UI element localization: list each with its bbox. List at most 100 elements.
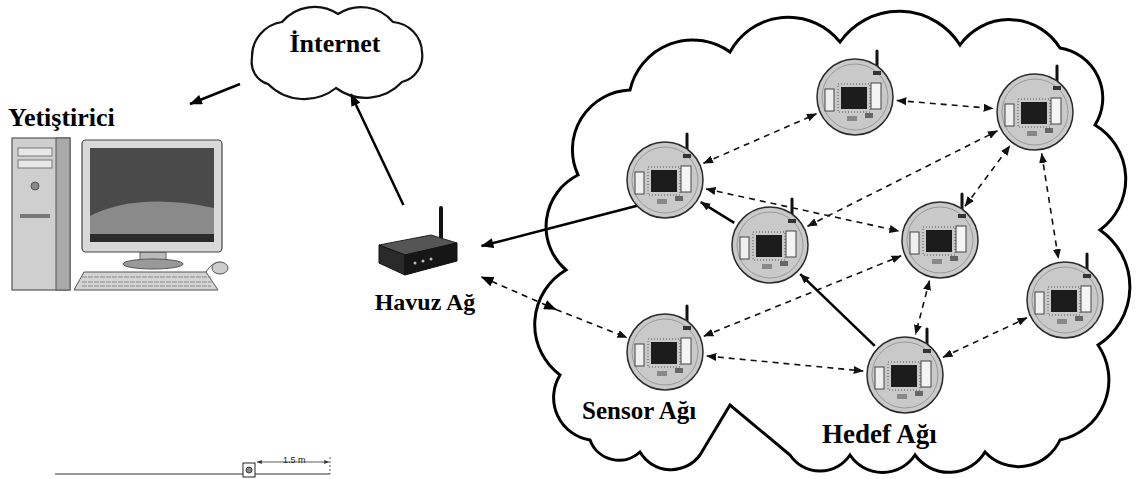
antenna-base [1083,274,1091,278]
tower-slot [20,214,50,218]
radio-link [704,256,901,336]
component [897,394,907,399]
microchip [651,342,677,364]
component [1057,319,1067,324]
radio-module [1081,286,1091,312]
radio-link [707,356,863,371]
radio-module [871,83,881,109]
taskbar [90,234,214,242]
radio-link [556,310,627,338]
microchip [891,365,917,387]
board-ring [907,207,973,273]
network-label: Hedef Ağı [822,420,937,450]
circuit-board [732,207,808,283]
tower-side [56,138,70,290]
router-side [379,245,405,275]
component [932,259,942,264]
radio-module [956,226,966,252]
radio-link [808,131,998,226]
antenna-base [873,71,881,75]
text-holder: İnternet [240,30,430,59]
network-wire [556,205,640,227]
sensor-mote [867,329,943,413]
router-front [405,243,457,275]
network-connector [482,277,557,310]
router-node: Havuz Ağ [369,205,482,318]
circuit-board [627,314,703,390]
component [847,116,857,121]
sensor-mote [627,306,703,390]
power-button [31,182,39,190]
sensor-mote [1027,254,1103,338]
header-connector [1035,292,1044,314]
antenna-base [958,214,966,218]
keyboard [74,272,218,290]
routing-path [701,202,735,223]
component [950,256,958,261]
node-graphic [8,104,230,294]
header-connector [875,367,884,389]
header-connector [740,237,749,259]
sensor-mote [732,199,808,283]
radio-link [916,281,930,335]
header-connector [1005,104,1014,126]
chip-pins [648,167,680,195]
status-led [413,262,416,265]
microchip [1051,290,1077,312]
radio-module [681,338,691,364]
microchip [926,230,952,252]
drive-bay [18,160,52,168]
microchip [1021,102,1047,124]
ground-line [55,474,330,475]
status-led [429,258,432,261]
header-connector [635,172,644,194]
dimension-label: 1.5 m [283,456,306,465]
antenna-base [683,326,691,330]
header-connector [910,232,919,254]
radio-link [1042,153,1059,258]
router-label: Havuz Ağ [375,289,476,315]
status-led [421,260,424,263]
network-label: Sensor Ağı [582,397,696,425]
circuit-board [902,202,978,278]
network-connector [190,84,240,104]
sensor-mote [817,51,893,135]
chip-pins [1048,287,1080,315]
radio-module [681,166,691,192]
computer-node: Yetiştirici [8,104,230,294]
chip-pins [888,362,920,390]
radio-module [786,231,796,257]
cloud-label: İnternet [290,30,381,59]
component [762,264,772,269]
circuit-board [867,337,943,413]
sensor-device [243,463,255,477]
board-ring [1032,267,1098,333]
component [1045,128,1053,133]
antenna [439,208,443,241]
radio-module [921,361,931,387]
node-heading: Yetiştirici [8,104,115,133]
radio-link [965,146,1010,207]
key-row [82,286,211,287]
antenna-base [1053,86,1061,90]
component [1027,131,1037,136]
radio-module [1051,98,1061,124]
board-ring [632,147,698,213]
pc-tower [12,138,70,290]
component [675,196,683,201]
circuit-board [627,142,703,218]
component [657,199,667,204]
board-ring [632,319,698,385]
chip-pins [1018,99,1050,127]
sensor-mote [997,66,1073,150]
text-holder: Hedef Ağı [822,420,937,450]
board-ring [872,342,938,408]
label-holder: 1.5 m [283,449,306,467]
component [657,371,667,376]
key-row [82,277,211,278]
chip-pins [753,232,785,260]
monitor-base [123,259,183,269]
